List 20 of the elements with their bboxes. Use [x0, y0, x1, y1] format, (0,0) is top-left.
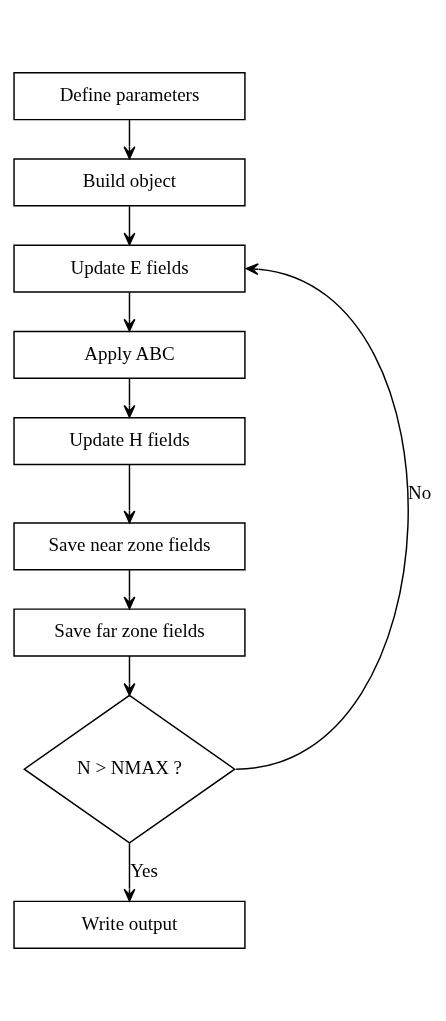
edge-label: Yes: [130, 860, 158, 882]
node-diamond: N > NMAX ?: [23, 694, 236, 844]
arrow: [123, 205, 136, 246]
arrow: [235, 263, 409, 770]
arrow: [123, 842, 136, 902]
node-box: Save near zone fields: [13, 522, 246, 571]
node-box: Update E fields: [13, 244, 246, 293]
arrow: [123, 291, 136, 332]
arrow: [123, 119, 136, 160]
arrow: [123, 569, 136, 610]
arrow: [123, 655, 136, 696]
node-box: Save far zone fields: [13, 608, 246, 657]
node-box: Build object: [13, 158, 246, 207]
node-box: Apply ABC: [13, 330, 246, 379]
node-box: Define parameters: [13, 72, 246, 121]
edge-label: No: [407, 481, 432, 503]
node-box: Update H fields: [13, 416, 246, 466]
arrow: [123, 464, 136, 524]
node-box: Write output: [13, 900, 246, 949]
arrow: [123, 377, 136, 418]
